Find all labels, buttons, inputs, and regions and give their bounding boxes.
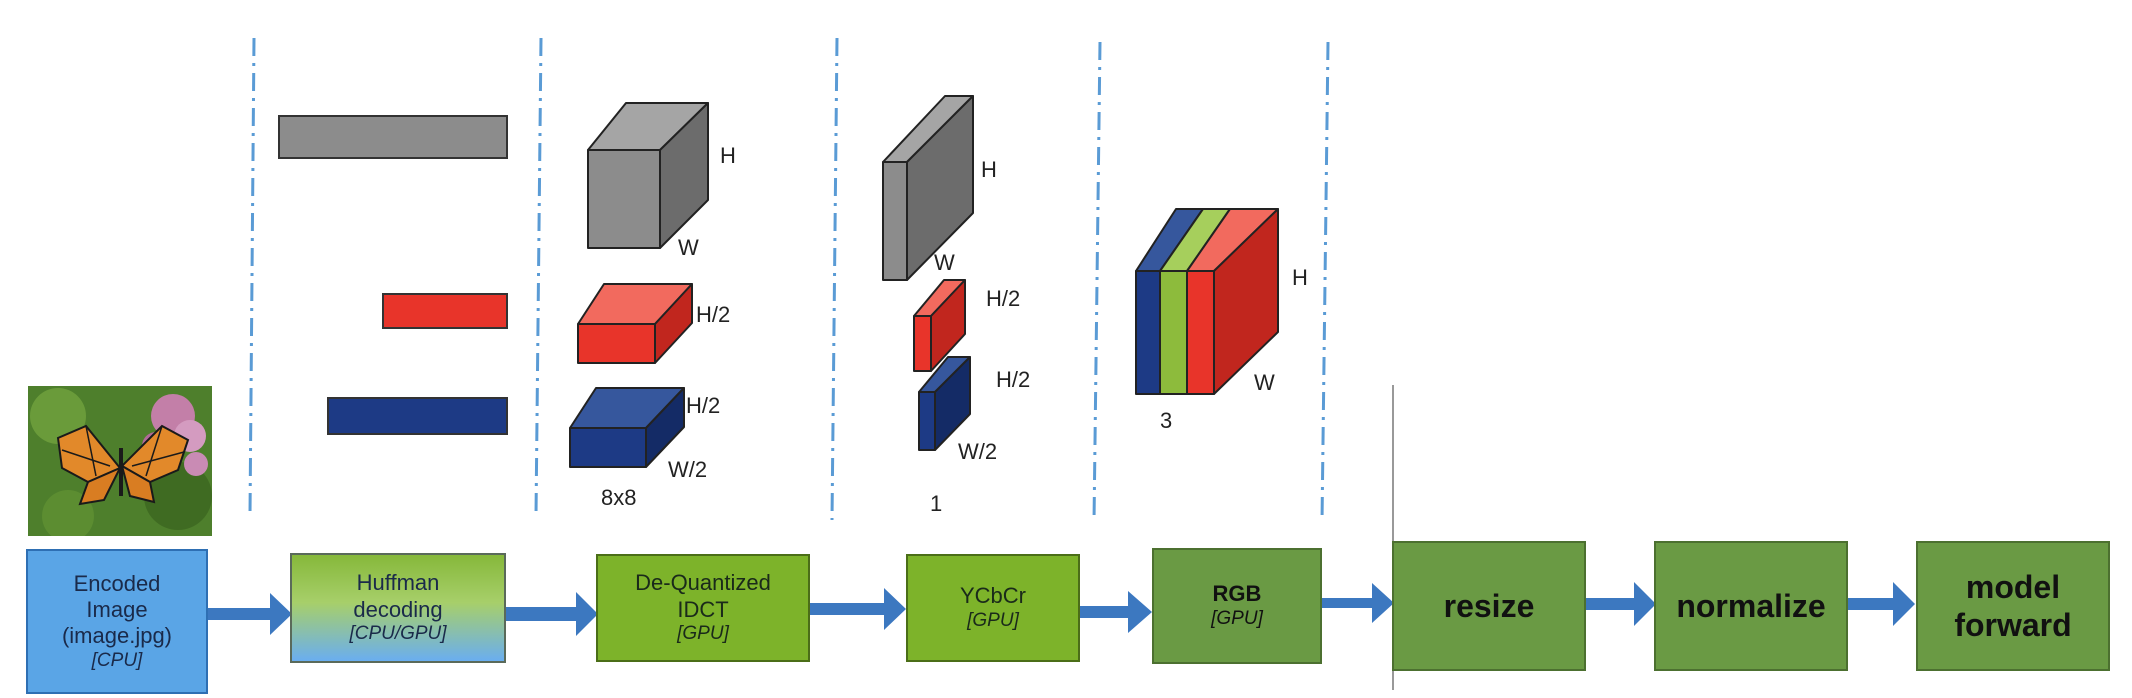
stage-resize-label: resize <box>1443 587 1535 624</box>
dim-w-rgb: W <box>1254 370 1275 395</box>
arrow-2 <box>500 592 598 636</box>
dim-8x8: 8x8 <box>601 485 636 510</box>
dim-w2-dequant: W/2 <box>668 457 707 482</box>
stage-rgb-device: [GPU] <box>1211 607 1263 629</box>
cube-red <box>577 283 693 364</box>
stage-resize: resize <box>1392 541 1586 671</box>
stage-dividers <box>248 37 1330 523</box>
divider-4 <box>1092 41 1102 523</box>
rgb-stack <box>1135 208 1279 395</box>
stage-normalize: normalize <box>1654 541 1848 671</box>
divider-1 <box>248 37 256 516</box>
dim-w-ycbcr: W <box>934 250 955 275</box>
stage-encoded-device: [CPU] <box>91 649 143 671</box>
bar-red <box>382 293 508 329</box>
dim-1: 1 <box>930 491 942 516</box>
divider-2 <box>534 37 543 516</box>
stage-encoded-image: Encoded Image (image.jpg) [CPU] <box>26 549 208 694</box>
stage-model-label: model forward <box>1954 568 2072 643</box>
arrow-5 <box>1320 583 1394 623</box>
slab-gray <box>882 95 974 281</box>
slab-navy <box>918 356 971 451</box>
stage-ycbcr-device: [GPU] <box>967 609 1019 631</box>
dim-h-rgb: H <box>1292 265 1308 290</box>
dim-h2-red-dequant: H/2 <box>696 302 730 327</box>
butterfly-photo <box>28 386 212 536</box>
cube-gray <box>587 102 709 249</box>
dim-h-ycbcr: H <box>981 157 997 182</box>
dim-w-dequant: W <box>678 235 699 260</box>
arrow-7 <box>1847 582 1915 626</box>
arrow-1 <box>206 593 292 635</box>
flow-arrows <box>206 582 1915 636</box>
dim-h2-navy-dequant: H/2 <box>686 393 720 418</box>
stage-dequantized-idct: De-Quantized IDCT [GPU] <box>596 554 810 662</box>
slab-red <box>913 279 966 372</box>
cube-navy <box>569 387 685 468</box>
stage-dequant-label: De-Quantized IDCT <box>635 570 771 622</box>
divider-3 <box>830 37 839 521</box>
stage-huffman-label: Huffman decoding <box>353 570 443 622</box>
bar-gray <box>278 115 508 159</box>
stage-normalize-label: normalize <box>1676 587 1826 624</box>
arrow-6 <box>1585 582 1656 626</box>
stage-ycbcr-label: YCbCr <box>959 583 1026 609</box>
stage-huffman-device: [CPU/GPU] <box>349 622 447 644</box>
huffman-bars <box>278 115 508 435</box>
dim-h2-navy-ycbcr: H/2 <box>996 367 1030 392</box>
dimension-labels: H W H/2 H/2 W/2 8x8 H W H/2 H/2 W/2 1 H … <box>601 143 1308 516</box>
dim-h2-red-ycbcr: H/2 <box>986 286 1020 311</box>
ycbcr-slabs <box>882 95 974 451</box>
dim-3: 3 <box>1160 408 1172 433</box>
arrow-3 <box>810 588 906 630</box>
stage-ycbcr: YCbCr [GPU] <box>906 554 1080 662</box>
stage-model-forward: model forward <box>1916 541 2110 671</box>
divider-5 <box>1320 41 1330 523</box>
stage-rgb: RGB [GPU] <box>1152 548 1322 664</box>
stage-rgb-label: RGB <box>1212 581 1262 607</box>
dim-h-dequant: H <box>720 143 736 168</box>
stage-huffman-decoding: Huffman decoding [CPU/GPU] <box>290 553 506 663</box>
arrow-4 <box>1078 591 1152 633</box>
stage-dequant-device: [GPU] <box>677 622 729 644</box>
dequant-blocks <box>569 102 709 468</box>
dim-w2-ycbcr: W/2 <box>958 439 997 464</box>
stage-encoded-label: Encoded Image (image.jpg) <box>61 570 173 649</box>
bar-navy <box>327 397 508 435</box>
